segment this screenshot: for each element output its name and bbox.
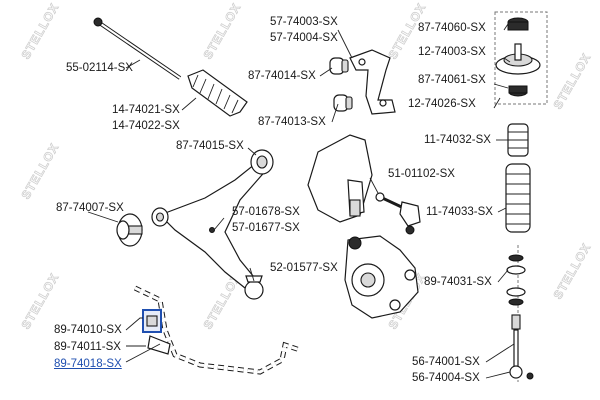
bump-stop-part [507, 123, 529, 157]
part-label-55-02114[interactable]: 55-02114-SX [66, 62, 133, 74]
part-label-57-74004[interactable]: 57-74004-SX [270, 32, 338, 44]
part-label-87-74013[interactable]: 87-74013-SX [258, 116, 326, 128]
knuckle-part [307, 134, 373, 223]
ball-joint-part [244, 275, 264, 300]
tie-rod-part [93, 17, 182, 80]
watermark-text: STELLOX [18, 1, 61, 62]
watermark-text: STELLOX [18, 271, 61, 332]
strut-mount-group-box [494, 11, 548, 105]
upper-arm-bushings [329, 57, 353, 112]
part-label-87-74061[interactable]: 87-74061-SX [418, 74, 486, 86]
tie-rod-end-part [375, 192, 421, 235]
part-label-87-74015[interactable]: 87-74015-SX [176, 140, 244, 152]
part-label-14-74021[interactable]: 14-74021-SX [112, 104, 180, 116]
part-label-51-01102[interactable]: 51-01102-SX [388, 168, 455, 180]
part-label-56-74001[interactable]: 56-74001-SX [412, 356, 480, 368]
bushing-74007-part [116, 213, 143, 247]
lower-arm-part [158, 159, 269, 293]
part-label-12-74003[interactable]: 12-74003-SX [418, 46, 486, 58]
watermark-text: STELLOX [18, 141, 61, 202]
part-label-89-74010[interactable]: 89-74010-SX [54, 324, 122, 336]
part-label-57-01677[interactable]: 57-01677-SX [232, 222, 300, 234]
leader-lines [87, 23, 515, 379]
part-label-87-74007[interactable]: 87-74007-SX [56, 202, 124, 214]
hub-knuckle-part [344, 235, 419, 319]
part-label-87-74014[interactable]: 87-74014-SX [248, 70, 316, 82]
part-label-11-74033[interactable]: 11-74033-SX [426, 206, 493, 218]
watermark-text: STELLOX [550, 241, 593, 302]
part-label-89-74031[interactable]: 89-74031-SX [424, 276, 492, 288]
part-label-14-74022[interactable]: 14-74022-SX [112, 120, 180, 132]
part-label-11-74032[interactable]: 11-74032-SX [424, 134, 491, 146]
watermark-text: STELLOX [200, 1, 243, 62]
part-label-12-74026[interactable]: 12-74026-SX [408, 98, 476, 110]
lower-arm-front-bushing [151, 207, 169, 227]
dust-boot-part [505, 163, 531, 233]
bushing-74015-part [250, 149, 274, 175]
stabilizer-bar-part [133, 285, 301, 375]
strut-mount-parts [495, 17, 541, 97]
watermark-text: STELLOX [550, 51, 593, 112]
part-label-89-74018-highlighted[interactable]: 89-74018-SX [54, 358, 122, 370]
part-label-57-74003[interactable]: 57-74003-SX [270, 16, 338, 28]
part-label-57-01678[interactable]: 57-01678-SX [232, 206, 300, 218]
upper-arm-part [349, 49, 396, 115]
part-label-52-01577[interactable]: 52-01577-SX [270, 262, 338, 274]
part-label-56-74004[interactable]: 56-74004-SX [412, 372, 480, 384]
part-label-87-74060[interactable]: 87-74060-SX [418, 22, 486, 34]
steering-boot-part [187, 69, 248, 117]
part-label-89-74011[interactable]: 89-74011-SX [54, 341, 121, 353]
stabilizer-link-parts [506, 254, 534, 380]
